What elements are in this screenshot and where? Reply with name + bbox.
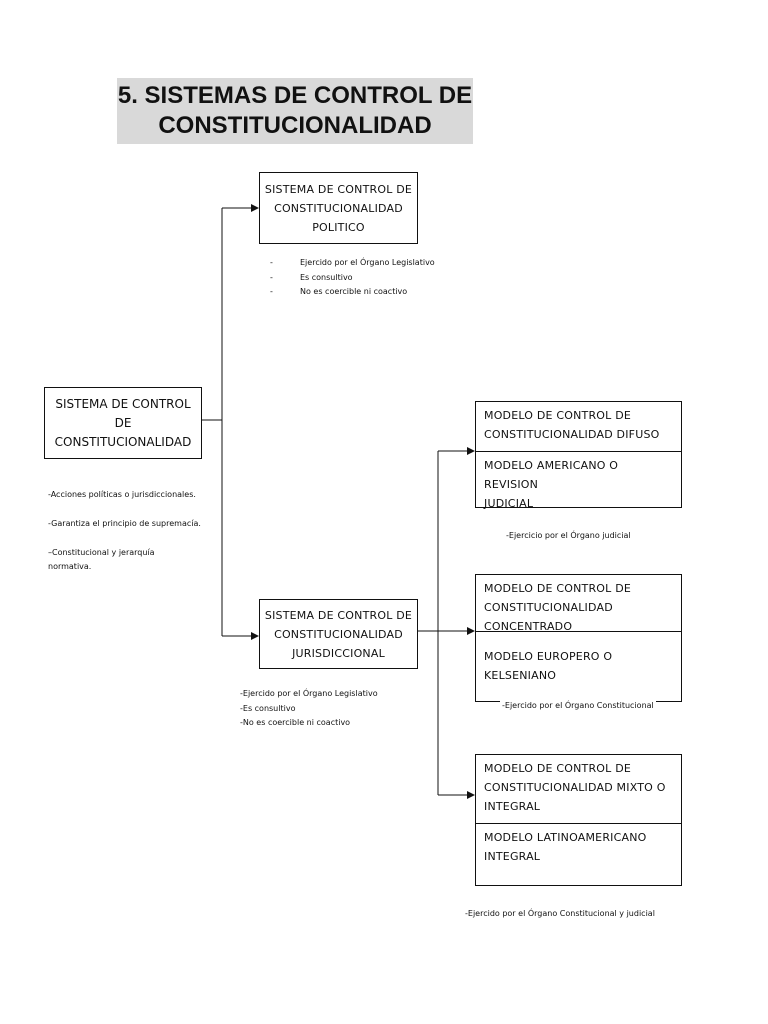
model-concentrado-note: -Ejercido por el Órgano Constitucional — [500, 699, 656, 714]
model-concentrado-title: MODELO DE CONTROL DE CONSTITUCIONALIDAD … — [484, 582, 632, 633]
bullet-dash: - — [270, 272, 273, 282]
model-difuso-note: -Ejercicio por el Órgano judicial — [506, 531, 631, 540]
jurisdiccional-note: -Ejercido por el Órgano Legislativo — [240, 689, 378, 698]
list-item: - No es coercible ni coactivo — [270, 285, 435, 300]
root-label: SISTEMA DE CONTROL DE CONSTITUCIONALIDAD — [54, 396, 192, 449]
root-note: –Constitucional y jerarquía normativa. — [48, 547, 155, 572]
politico-label: SISTEMA DE CONTROL DE CONSTITUCIONALIDAD… — [264, 182, 413, 234]
jurisdiccional-box: SISTEMA DE CONTROL DE CONSTITUCIONALIDAD… — [259, 599, 418, 669]
divider — [476, 823, 681, 824]
bullet-dash: - — [270, 258, 273, 267]
politico-note: Es consultivo — [300, 272, 353, 282]
root-notes: -Acciones políticas o jurisdiccionales. … — [48, 473, 238, 589]
model-difuso-box: MODELO DE CONTROL DE CONSTITUCIONALIDAD … — [475, 401, 682, 510]
divider — [476, 451, 681, 452]
politico-note: Ejercido por el Órgano Legislativo — [300, 258, 435, 267]
jurisdiccional-note: -Es consultivo — [240, 703, 296, 713]
politico-notes: - Ejercido por el Órgano Legislativo - Es … — [270, 256, 435, 300]
model-mixto-note: -Ejercido por el Órgano Constitucional y… — [465, 909, 655, 918]
model-mixto-subtitle: MODELO LATINOAMERICANO INTEGRAL — [484, 831, 647, 863]
model-mixto-box: MODELO DE CONTROL DE CONSTITUCIONALIDAD … — [475, 754, 682, 886]
page-title: 5. SISTEMAS DE CONTROL DE CONSTITUCIONAL… — [117, 78, 473, 144]
page-title-text: 5. SISTEMAS DE CONTROL DE CONSTITUCIONAL… — [117, 82, 473, 139]
politico-box: SISTEMA DE CONTROL DE CONSTITUCIONALIDAD… — [259, 172, 418, 244]
jurisdiccional-notes: -Ejercido por el Órgano Legislativo -Es … — [240, 687, 378, 731]
list-item: - Ejercido por el Órgano Legislativo — [270, 256, 435, 271]
bullet-dash: - — [270, 287, 273, 296]
list-item: - Es consultivo — [270, 271, 435, 286]
model-difuso-title: MODELO DE CONTROL DE CONSTITUCIONALIDAD … — [484, 409, 660, 441]
root-box: SISTEMA DE CONTROL DE CONSTITUCIONALIDAD — [44, 387, 202, 459]
model-difuso-subtitle: MODELO AMERICANO O REVISION JUDICIAL — [484, 459, 619, 510]
root-note: -Garantiza el principio de supremacía. — [48, 518, 201, 528]
jurisdiccional-label: SISTEMA DE CONTROL DE CONSTITUCIONALIDAD… — [264, 608, 413, 660]
root-note: -Acciones políticas o jurisdiccionales. — [48, 489, 196, 499]
jurisdiccional-note: -No es coercible ni coactivo — [240, 718, 351, 727]
model-mixto-title: MODELO DE CONTROL DE CONSTITUCIONALIDAD … — [484, 762, 666, 813]
model-concentrado-subtitle: MODELO EUROPERO O KELSENIANO — [484, 650, 613, 682]
model-concentrado-box: MODELO DE CONTROL DE CONSTITUCIONALIDAD … — [475, 574, 682, 702]
politico-note: No es coercible ni coactivo — [300, 287, 408, 296]
divider — [476, 631, 681, 632]
